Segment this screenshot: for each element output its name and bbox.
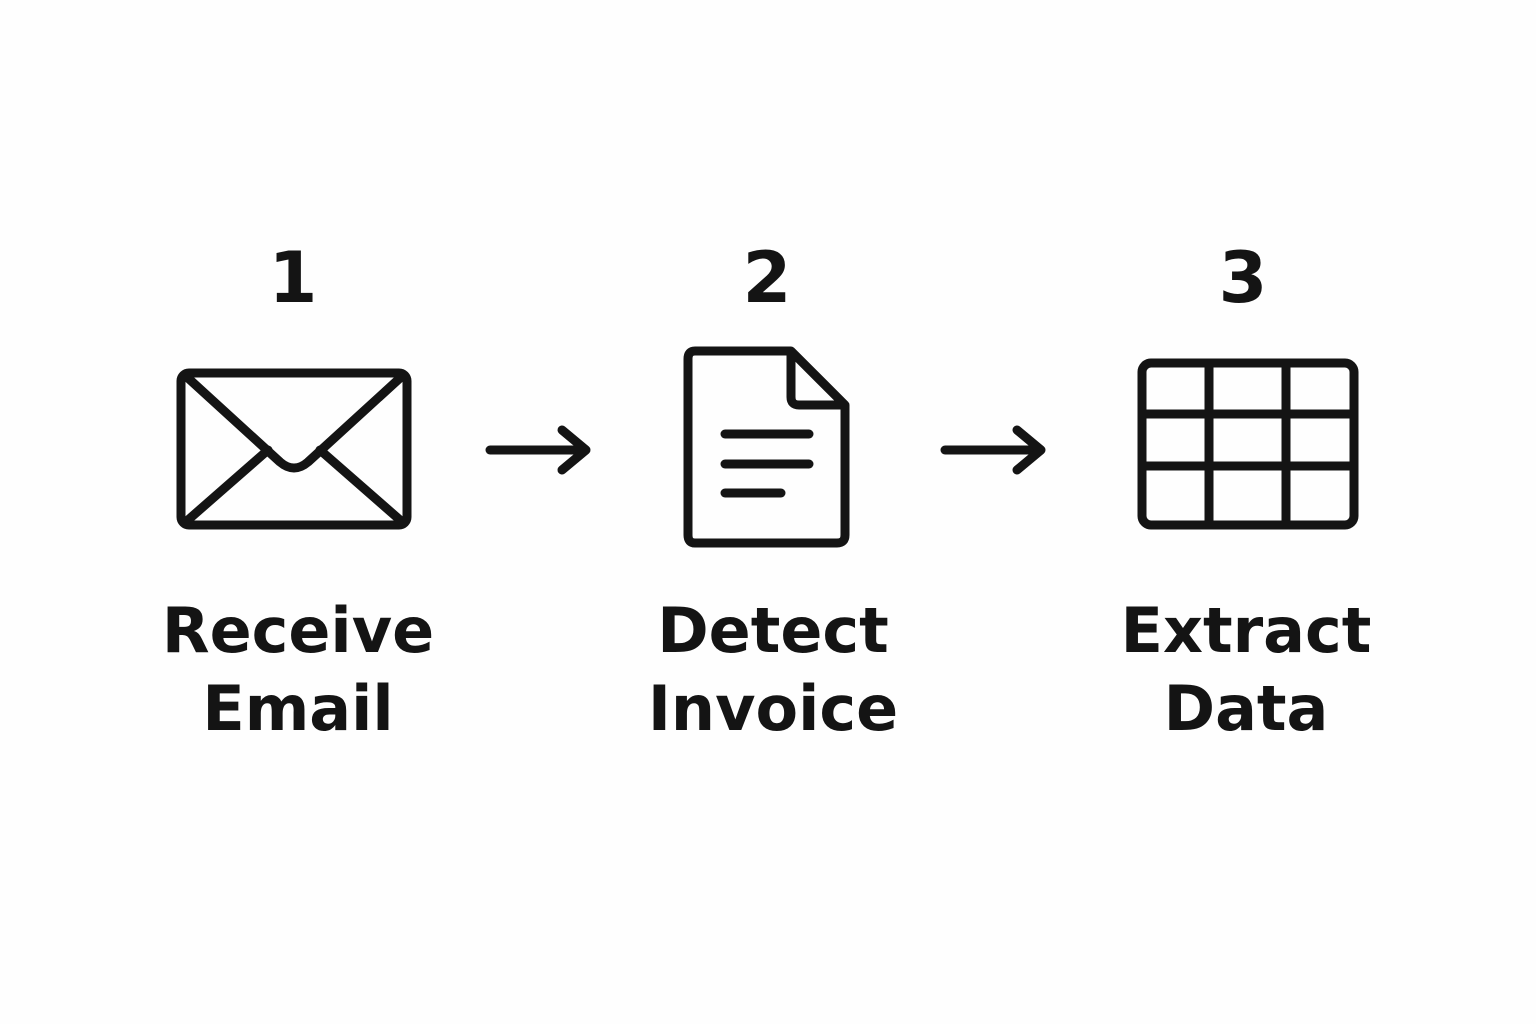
step-2-number: 2 [742, 237, 792, 319]
step-2-label-line1: Detect [657, 594, 889, 667]
step-1-number: 1 [268, 237, 318, 319]
step-1-label-line2: Email [202, 672, 394, 745]
step-1-label: Receive Email [128, 592, 468, 748]
table-grid-icon [1137, 358, 1359, 530]
right-arrow-icon [940, 425, 1046, 475]
step-3-number: 3 [1218, 237, 1268, 319]
step-3-label-line2: Data [1163, 672, 1329, 745]
step-2-label: Detect Invoice [603, 592, 943, 748]
step-1-label-line1: Receive [161, 594, 435, 667]
step-3-label: Extract Data [1076, 592, 1416, 748]
step-2-label-line2: Invoice [647, 672, 899, 745]
step-3-label-line1: Extract [1120, 594, 1372, 667]
document-icon [683, 346, 850, 548]
envelope-icon [176, 368, 412, 530]
right-arrow-icon [485, 425, 591, 475]
